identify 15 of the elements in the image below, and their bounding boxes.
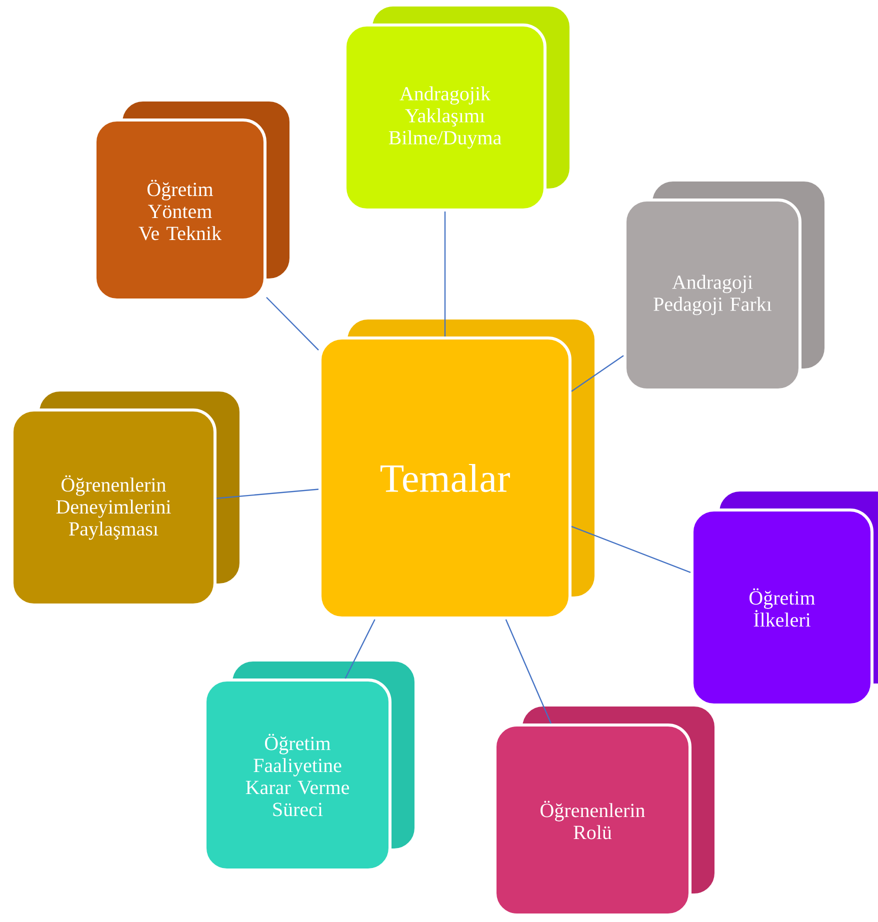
cube-box: Öğretim Faaliyetine Karar Verme Süreci — [204, 658, 418, 872]
cube-box: Öğretim Yöntem Ve Teknik — [94, 98, 292, 302]
connector-line — [266, 296, 319, 350]
cube-box: Öğrenenlerin Deneyimlerini Paylaşması — [10, 388, 242, 606]
connector-line — [505, 619, 552, 724]
cube-box: Öğrenenlerin Rolü — [494, 704, 718, 916]
connector-line — [571, 355, 624, 392]
cube-box: Andragoji Pedagoji Farkı — [624, 178, 828, 392]
connector-line — [344, 619, 376, 679]
connector-line — [216, 488, 319, 499]
cube-box: Temalar — [318, 316, 598, 620]
cube-box: Andragojik Yaklaşımı Bilme/Duyma — [344, 4, 572, 212]
connector-line — [444, 212, 446, 336]
cube-box: Öğretim İlkeleri — [690, 488, 878, 706]
connector-line — [571, 526, 691, 573]
